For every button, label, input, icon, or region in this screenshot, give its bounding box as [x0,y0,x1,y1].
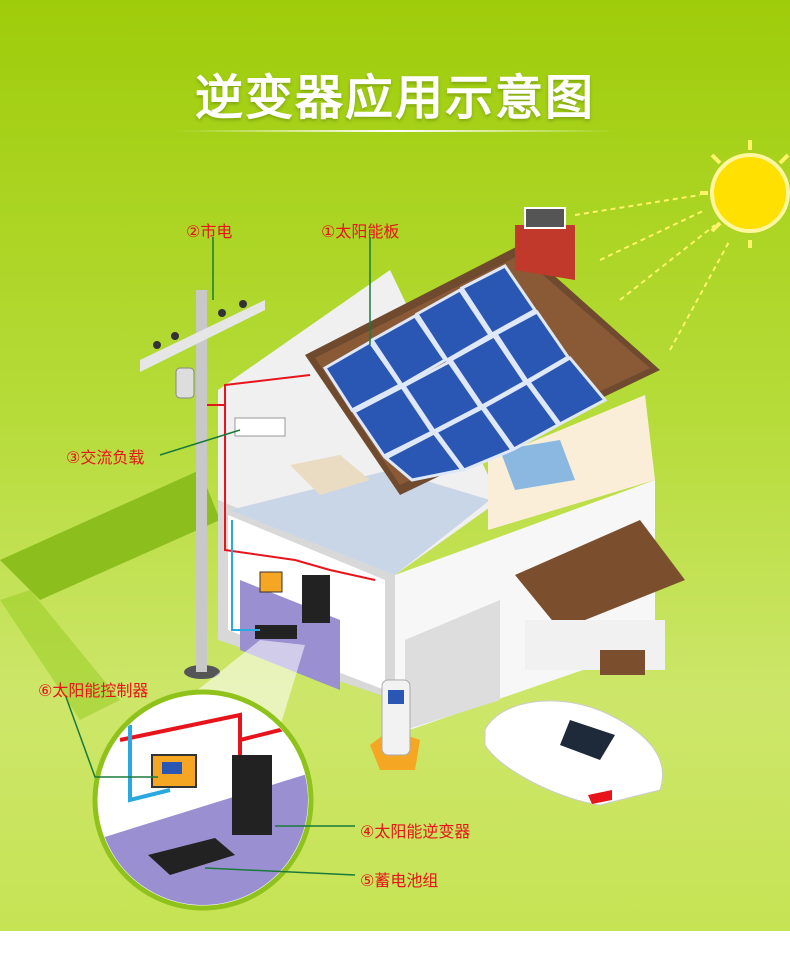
page-title: 逆变器应用示意图 [194,70,595,126]
detail-callout [92,689,314,911]
inverter-small [302,575,330,623]
garage-door [405,600,500,730]
controller-detail [151,754,197,788]
leader-lines [65,237,371,876]
label-grid: ②市电 [186,222,233,241]
utility-pole [140,290,265,679]
sofa [500,440,575,490]
battery-detail [148,838,235,875]
label-controller: ⑥太阳能控制器 [38,681,149,700]
ev-charger [370,679,420,770]
air-conditioner [234,417,286,437]
label-ac-load: ③交流负载 [66,448,145,467]
ground-strip [0,470,220,600]
inverter-detail [232,755,272,835]
sun-icon [574,140,790,351]
battery-small [255,625,297,639]
label-solar-panel: ①太阳能板 [321,222,400,241]
bed [290,455,370,495]
porch-roof [515,520,685,630]
title-divider [175,130,615,132]
electric-car [484,700,664,806]
controller-small [259,571,283,593]
solar-panel-array [322,264,608,482]
chimney [515,225,575,280]
label-inverter: ④太阳能逆变器 [360,822,471,841]
label-battery: ⑤蓄电池组 [360,871,439,890]
